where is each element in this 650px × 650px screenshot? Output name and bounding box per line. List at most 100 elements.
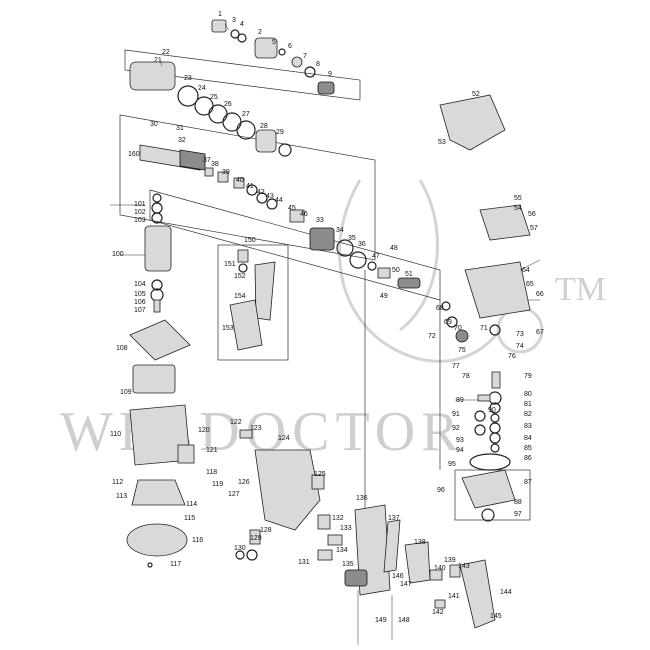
callout-56: 56 [528,211,536,218]
callout-65: 65 [526,281,534,288]
callout-95: 95 [448,461,456,468]
callout-55: 55 [514,195,522,202]
callout-40: 40 [236,177,244,184]
side-handle-parts [229,249,276,351]
callout-3: 3 [232,17,236,24]
callout-107: 107 [134,307,146,314]
callout-150: 150 [244,237,256,244]
callout-67: 67 [536,329,544,336]
callout-100: 100 [112,251,124,258]
callout-45: 45 [288,205,296,212]
callout-25: 25 [210,94,218,101]
callout-87: 87 [524,479,532,486]
callout-119: 119 [212,481,223,488]
callout-91: 91 [452,411,460,418]
callout-102: 102 [134,209,146,216]
callout-85: 85 [524,445,532,452]
callout-43: 43 [266,193,274,200]
spindle-shaft-parts [139,144,421,289]
callout-69: 69 [444,319,452,326]
callout-2: 2 [258,29,262,36]
callout-131: 131 [298,559,310,566]
callout-151: 151 [224,261,236,268]
callout-105: 105 [134,291,146,298]
callout-92: 92 [452,425,460,432]
callout-29: 29 [276,129,284,136]
callout-50: 50 [392,267,400,274]
callout-143: 143 [458,563,470,570]
callout-104: 104 [134,281,146,288]
callout-23: 23 [184,75,192,82]
callout-113: 113 [116,493,127,500]
callout-36: 36 [358,241,366,248]
callout-114: 114 [186,501,197,508]
watermark-tm: TM [555,271,606,308]
callout-147: 147 [400,581,412,588]
callout-labels: 1 2 3 4 5 6 7 8 9 21 22 23 24 25 26 27 2… [110,11,544,624]
callout-68: 68 [436,305,444,312]
callout-80: 80 [524,391,532,398]
callout-44: 44 [275,197,283,204]
callout-130: 130 [234,545,246,552]
callout-81: 81 [524,401,532,408]
callout-30: 30 [150,121,158,128]
callout-108: 108 [116,345,128,352]
callout-38: 38 [211,161,219,168]
callout-53: 53 [438,139,446,146]
callout-112: 112 [112,479,123,486]
callout-145: 145 [490,613,502,620]
upper-spindle-parts [129,19,335,157]
callout-101: 101 [134,201,146,208]
callout-64: 64 [522,267,530,274]
callout-153: 153 [222,325,234,332]
callout-75: 75 [458,347,466,354]
callout-117: 117 [170,561,181,568]
callout-57: 57 [530,225,538,232]
callout-154: 154 [234,293,246,300]
callout-82: 82 [524,411,532,418]
callout-106: 106 [134,299,146,306]
callout-33: 33 [316,217,324,224]
callout-123: 123 [250,425,262,432]
callout-26: 26 [224,101,232,108]
callout-125: 125 [314,471,326,478]
callout-39: 39 [222,169,230,176]
callout-103: 103 [134,217,146,224]
callout-136: 136 [356,495,368,502]
callout-21: 21 [154,57,162,64]
callout-126: 126 [238,479,250,486]
callout-27: 27 [242,111,250,118]
callout-135: 135 [342,561,354,568]
callout-141: 141 [448,593,460,600]
callout-41: 41 [246,183,254,190]
callout-83: 83 [524,423,532,430]
callout-79: 79 [524,373,532,380]
callout-97: 97 [514,511,522,518]
callout-148: 148 [398,617,410,624]
callout-118: 118 [206,469,217,476]
callout-127: 127 [228,491,240,498]
callout-7: 7 [303,53,307,60]
callout-122: 122 [230,419,242,426]
callout-8: 8 [316,61,320,68]
callout-35: 35 [348,235,356,242]
callout-70: 70 [454,325,462,332]
callout-31: 31 [176,125,184,132]
callout-138: 138 [414,539,426,546]
callout-22: 22 [162,49,170,56]
callout-9: 9 [328,71,332,78]
callout-132: 132 [332,515,344,522]
callout-129: 129 [250,535,262,542]
callout-116: 116 [192,537,203,544]
callout-121: 121 [206,447,218,454]
callout-24: 24 [198,85,206,92]
callout-140: 140 [434,565,446,572]
callout-109: 109 [120,389,132,396]
callout-4: 4 [240,21,244,28]
callout-78: 78 [462,373,470,380]
callout-77: 77 [452,363,460,370]
callout-146: 146 [392,573,404,580]
callout-142: 142 [432,609,444,616]
callout-120: 120 [198,427,210,434]
